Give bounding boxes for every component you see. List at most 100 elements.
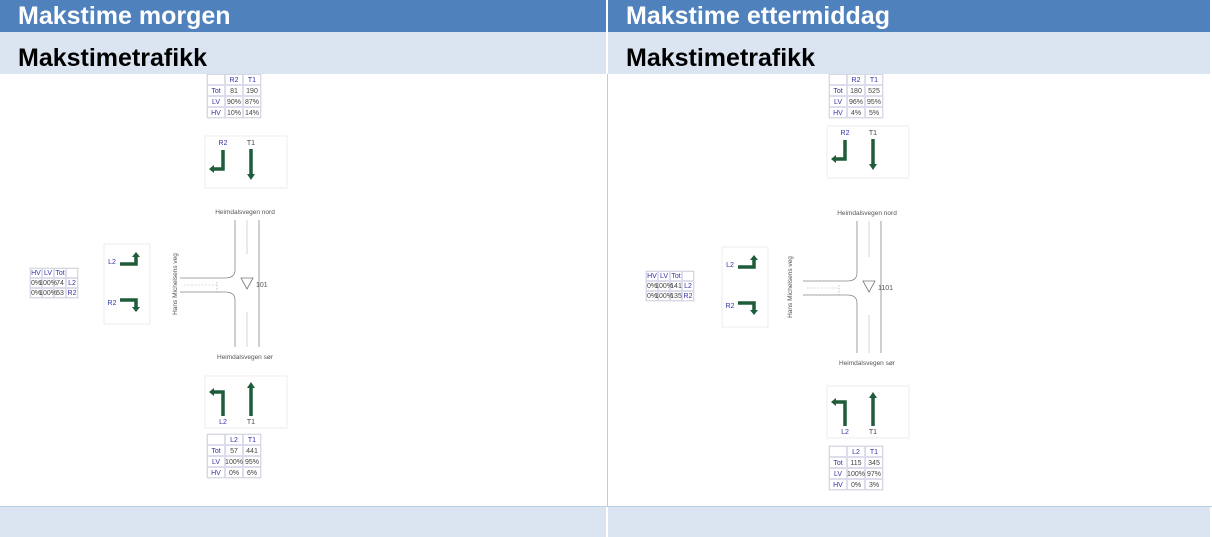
west-table-col-header: HV: [647, 273, 657, 280]
south-table-cell: [829, 457, 847, 468]
west-arrow-label-l2: L2: [726, 262, 734, 269]
north-table-cell: [829, 85, 847, 96]
north-table-value: 95%: [867, 99, 881, 106]
west-table-col-header: LV: [660, 273, 668, 280]
south-table-cell: [847, 479, 865, 490]
south-table-value: 345: [868, 460, 880, 467]
north-table-value: 5%: [869, 110, 879, 117]
north-table-row-label: Tot: [211, 88, 220, 95]
south-table-row-label: LV: [212, 459, 220, 466]
south-arrow-label-t1: T1: [869, 429, 877, 436]
subheader-row: Makstimetrafikk Makstimetrafikk: [0, 32, 1212, 74]
north-table-value: 190: [246, 88, 258, 95]
west-table-row-label: L2: [68, 280, 76, 287]
north-table-cell: [847, 96, 865, 107]
west-table-cell: [42, 278, 54, 288]
west-table-value: 0%: [31, 280, 41, 287]
north-right-turn-arrow: [836, 140, 847, 161]
south-table-cell: [225, 434, 243, 445]
north-table-cell: [225, 85, 243, 96]
north-table-cell: [829, 107, 847, 118]
west-table-cell: [682, 281, 694, 291]
west-table-value: 100%: [655, 283, 673, 290]
north-table-row-label: HV: [833, 110, 843, 117]
west-table-cell: [66, 278, 78, 288]
west-left-turn-arrow-head: [750, 255, 758, 260]
north-table-cell: [243, 107, 261, 118]
north-table-value: 81: [230, 88, 238, 95]
south-table-value: 97%: [867, 471, 881, 478]
west-table-cell: [682, 271, 694, 281]
north-table-value: 4%: [851, 110, 861, 117]
south-through-arrow-head: [869, 392, 877, 398]
south-table-value: 0%: [851, 482, 861, 489]
north-table-cell: [829, 96, 847, 107]
north-right-turn-arrow-head: [209, 165, 214, 173]
north-table-row-label: Tot: [833, 88, 842, 95]
south-table-cell: [207, 445, 225, 456]
south-table-row-label: Tot: [833, 460, 842, 467]
west-left-turn-arrow: [120, 257, 138, 266]
west-table-value: 100%: [39, 290, 57, 297]
north-arrow-box: [204, 135, 288, 189]
north-arrow-label-t1: T1: [869, 130, 877, 137]
north-table-cell: [225, 74, 243, 85]
north-table-cell: [225, 107, 243, 118]
south-table-cell: [847, 457, 865, 468]
right-subheader: Makstimetrafikk: [608, 32, 1212, 74]
north-table-col-header: T1: [248, 77, 256, 84]
west-table-cell: [646, 281, 658, 291]
north-table-cell: [847, 85, 865, 96]
north-arrow-label-r2: R2: [841, 130, 850, 137]
road-south-label: Heimdalsvegen sør: [839, 360, 896, 367]
west-table-row-label: R2: [684, 293, 693, 300]
south-table-col-header: T1: [870, 449, 878, 456]
west-right-turn-arrow-head: [132, 307, 140, 312]
south-table-cell: [865, 446, 883, 457]
road-north-label: Heimdalsvegen nord: [837, 210, 897, 217]
north-table-cell: [225, 96, 243, 107]
west-table-cell: [30, 268, 42, 278]
road-north-label: Heimdalsvegen nord: [215, 209, 275, 216]
south-table-value: 115: [850, 460, 861, 467]
north-table-cell: [207, 96, 225, 107]
west-table-value: 53: [56, 290, 64, 297]
south-table-value: 57: [230, 448, 238, 455]
south-table-cell: [243, 467, 261, 478]
road-curve: [180, 291, 236, 301]
yield-triangle-icon: [862, 280, 876, 293]
west-table-cell: [66, 288, 78, 298]
west-left-turn-arrow-head: [132, 252, 140, 257]
south-table-value: 0%: [229, 470, 239, 477]
south-arrow-box: [826, 385, 910, 439]
south-table-row-label: LV: [834, 471, 842, 478]
left-subheader: Makstimetrafikk: [0, 32, 608, 74]
west-table-value: 100%: [655, 293, 673, 300]
north-table-col-header: R2: [852, 77, 861, 84]
north-arrow-label-t1: T1: [247, 140, 255, 147]
west-table-cell: [66, 268, 78, 278]
north-table-cell: [865, 107, 883, 118]
west-table-cell: [54, 288, 66, 298]
south-table-value: 100%: [847, 471, 865, 478]
road-curve: [803, 294, 858, 304]
south-left-turn-arrow-head: [209, 388, 214, 396]
north-table-row-label: HV: [211, 110, 221, 117]
west-table-col-header: HV: [31, 270, 41, 277]
north-table-row-label: LV: [212, 99, 220, 106]
north-table-cell: [243, 85, 261, 96]
north-table-cell: [243, 96, 261, 107]
south-table-frame: [828, 445, 884, 491]
north-table-value: 90%: [227, 99, 241, 106]
south-table-cell: [207, 467, 225, 478]
west-table-cell: [42, 288, 54, 298]
west-left-turn-arrow: [738, 260, 756, 269]
north-table-cell: [865, 85, 883, 96]
south-arrow-label-t1: T1: [247, 419, 255, 426]
west-table-col-header: LV: [44, 270, 52, 277]
